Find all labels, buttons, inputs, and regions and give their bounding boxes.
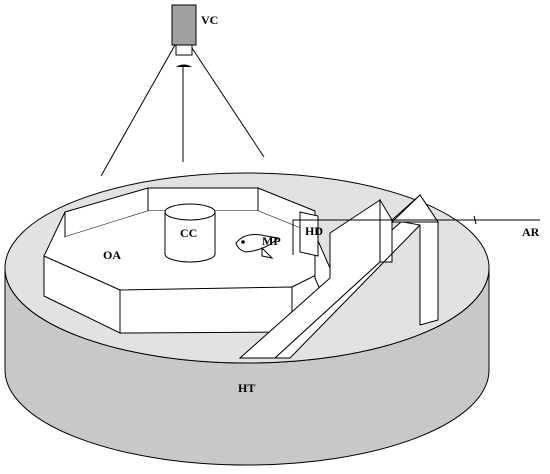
- fish-tail: [261, 246, 274, 259]
- fish-body: [235, 234, 280, 253]
- air-line: [380, 215, 540, 225]
- air-line-tick: [473, 215, 477, 225]
- central-cylinder: [164, 203, 216, 263]
- label-mp: MP: [262, 234, 281, 248]
- view-line-right: [189, 44, 265, 158]
- fish-eye: [241, 240, 245, 244]
- label-ar: AR: [522, 225, 540, 239]
- video-camera-assembly: [100, 4, 265, 177]
- label-vc: VC: [201, 13, 218, 27]
- label-hd: HD: [305, 224, 323, 238]
- hiding-door: [292, 211, 380, 257]
- hd-panel: [299, 211, 319, 257]
- label-cc: CC: [180, 226, 197, 240]
- arena-wall-front: [119, 286, 293, 334]
- label-ht: HT: [238, 381, 255, 395]
- camera-mount: [175, 44, 193, 56]
- label-oa: OA: [103, 248, 121, 262]
- hd-bracket: [292, 219, 380, 255]
- cylinder-body: [164, 212, 216, 263]
- camera-lens: [176, 64, 192, 67]
- corridor-top-right: [390, 194, 439, 223]
- fish-model: [235, 234, 280, 259]
- camera-body: [171, 4, 197, 46]
- view-line-left: [100, 44, 176, 177]
- cylinder-top: [164, 203, 216, 221]
